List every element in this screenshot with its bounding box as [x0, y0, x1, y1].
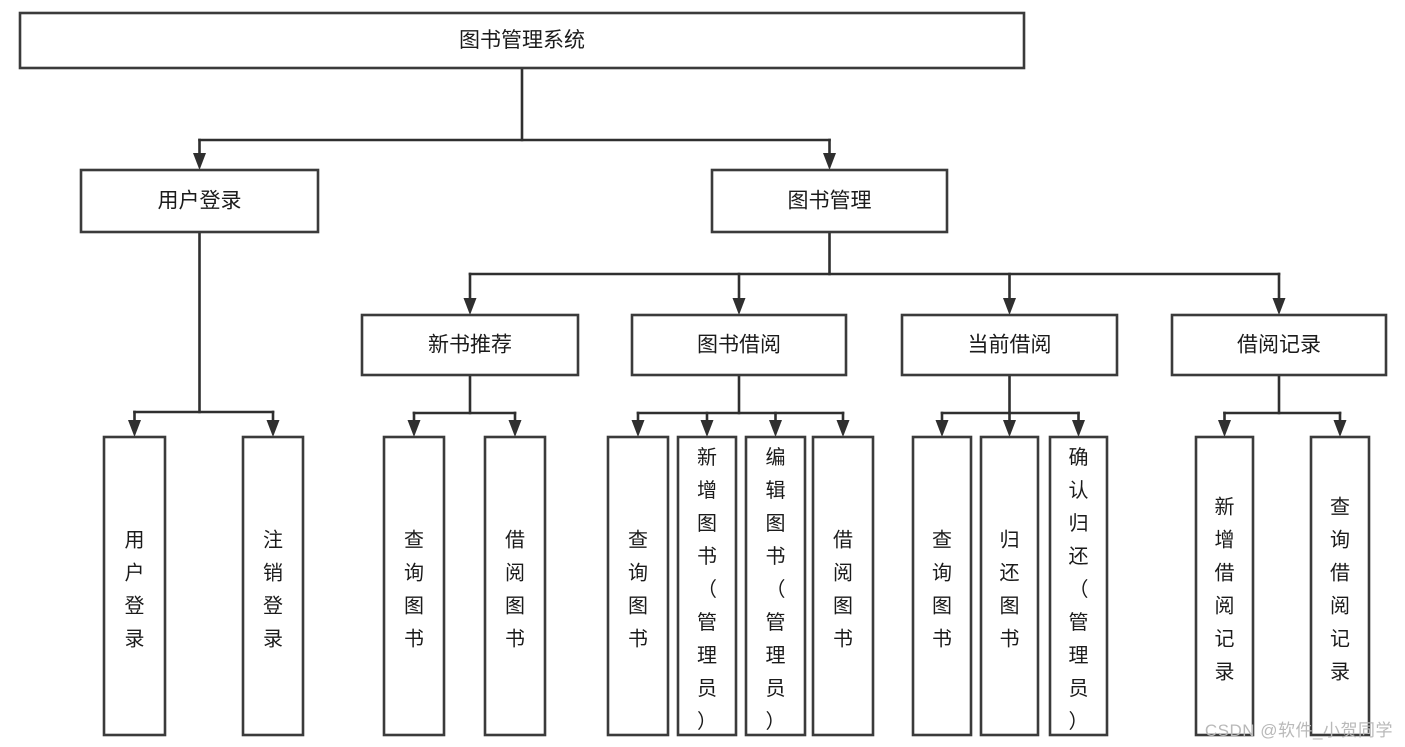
node-leaf-bb-add-book[interactable]: 新增图书（管理员） — [676, 435, 738, 737]
node-box-leaf-br-add-record — [1194, 435, 1255, 737]
node-borrow-record[interactable]: 借阅记录 — [1170, 313, 1388, 377]
arrow-leaf-rec-query-book — [407, 420, 421, 437]
node-label-new-book-recommend: 新书推荐 — [428, 334, 512, 357]
node-leaf-user-logout[interactable]: 注销登录 — [241, 435, 305, 737]
node-box-leaf-br-query-record — [1309, 435, 1371, 737]
node-box-root — [18, 11, 1026, 70]
edges-layer — [128, 66, 1347, 437]
node-box-leaf-bb-query-book — [606, 435, 670, 737]
node-new-book-recommend[interactable]: 新书推荐 — [360, 313, 580, 377]
arrow-leaf-bb-edit-book — [769, 420, 782, 437]
node-box-new-book-recommend — [360, 313, 580, 377]
node-label-leaf-rec-query-book: 查询图书 — [404, 528, 424, 650]
node-label-borrow-record: 借阅记录 — [1237, 334, 1321, 357]
arrow-user-login — [193, 153, 206, 170]
node-label-leaf-user-logout: 注销登录 — [263, 528, 283, 650]
node-label-current-borrow: 当前借阅 — [968, 334, 1052, 357]
node-box-leaf-user-login — [102, 435, 167, 737]
arrow-new-book-recommend — [463, 298, 477, 315]
node-box-leaf-user-logout — [241, 435, 305, 737]
node-box-leaf-rec-borrow-book — [483, 435, 547, 737]
node-box-user-login — [79, 168, 320, 234]
arrow-leaf-cb-return-book — [1003, 420, 1016, 437]
node-leaf-br-query-record[interactable]: 查询借阅记录 — [1309, 435, 1371, 737]
node-box-current-borrow — [900, 313, 1119, 377]
arrow-leaf-user-login — [128, 420, 141, 437]
arrow-leaf-bb-query-book — [631, 420, 645, 437]
arrow-book-manage — [823, 153, 836, 170]
arrow-leaf-rec-borrow-book — [508, 420, 522, 437]
node-box-leaf-bb-borrow-book — [811, 435, 875, 737]
node-leaf-cb-return-book[interactable]: 归还图书 — [979, 435, 1040, 737]
node-box-leaf-cb-query-book — [911, 435, 973, 737]
node-label-leaf-bb-add-book: 新增图书（管理员） — [697, 446, 717, 733]
arrow-leaf-cb-query-book — [935, 420, 949, 437]
node-label-leaf-rec-borrow-book: 借阅图书 — [505, 528, 525, 650]
node-box-leaf-bb-edit-book — [744, 435, 807, 737]
node-leaf-bb-query-book[interactable]: 查询图书 — [606, 435, 670, 737]
node-label-leaf-bb-edit-book: 编辑图书（管理员） — [766, 446, 786, 733]
arrow-book-borrow — [732, 298, 746, 315]
node-current-borrow[interactable]: 当前借阅 — [900, 313, 1119, 377]
arrow-current-borrow — [1003, 298, 1016, 315]
node-leaf-cb-query-book[interactable]: 查询图书 — [911, 435, 973, 737]
watermark-text: CSDN @软件_小贺同学 — [1204, 721, 1393, 740]
node-leaf-br-add-record[interactable]: 新增借阅记录 — [1194, 435, 1255, 737]
node-label-leaf-br-add-record: 新增借阅记录 — [1215, 495, 1235, 683]
node-box-leaf-cb-confirm-return — [1048, 435, 1109, 737]
node-label-leaf-user-login: 用户登录 — [125, 529, 145, 650]
node-box-leaf-bb-add-book — [676, 435, 738, 737]
node-book-manage[interactable]: 图书管理 — [710, 168, 949, 234]
node-label-book-manage: 图书管理 — [788, 190, 872, 213]
arrow-leaf-bb-add-book — [700, 420, 714, 437]
node-label-leaf-bb-query-book: 查询图书 — [628, 528, 648, 650]
node-leaf-cb-confirm-return[interactable]: 确认归还（管理员） — [1048, 435, 1109, 737]
node-label-leaf-bb-borrow-book: 借阅图书 — [833, 528, 853, 650]
node-label-leaf-br-query-record: 查询借阅记录 — [1330, 495, 1350, 683]
node-root[interactable]: 图书管理系统 — [18, 11, 1026, 70]
node-box-book-borrow — [630, 313, 848, 377]
node-label-root: 图书管理系统 — [459, 29, 585, 52]
node-label-leaf-cb-confirm-return: 确认归还（管理员） — [1069, 446, 1089, 733]
nodes-layer: 图书管理系统用户登录图书管理新书推荐图书借阅当前借阅借阅记录用户登录注销登录查询… — [18, 11, 1388, 737]
node-box-leaf-rec-query-book — [382, 435, 446, 737]
node-box-leaf-cb-return-book — [979, 435, 1040, 737]
node-leaf-user-login[interactable]: 用户登录 — [102, 435, 167, 737]
arrow-leaf-cb-confirm-return — [1072, 420, 1085, 437]
arrow-leaf-user-logout — [266, 420, 280, 437]
node-label-book-borrow: 图书借阅 — [697, 334, 781, 357]
node-user-login[interactable]: 用户登录 — [79, 168, 320, 234]
node-label-leaf-cb-return-book: 归还图书 — [1000, 528, 1020, 650]
node-leaf-bb-borrow-book[interactable]: 借阅图书 — [811, 435, 875, 737]
arrow-leaf-bb-borrow-book — [836, 420, 850, 437]
arrow-leaf-br-query-record — [1333, 420, 1347, 437]
node-leaf-rec-query-book[interactable]: 查询图书 — [382, 435, 446, 737]
node-leaf-bb-edit-book[interactable]: 编辑图书（管理员） — [744, 435, 807, 737]
node-leaf-rec-borrow-book[interactable]: 借阅图书 — [483, 435, 547, 737]
node-label-leaf-cb-query-book: 查询图书 — [932, 528, 952, 650]
node-box-book-manage — [710, 168, 949, 234]
node-box-borrow-record — [1170, 313, 1388, 377]
node-book-borrow[interactable]: 图书借阅 — [630, 313, 848, 377]
arrow-leaf-br-add-record — [1218, 420, 1231, 437]
arrow-borrow-record — [1272, 298, 1286, 315]
node-label-user-login: 用户登录 — [158, 190, 242, 213]
